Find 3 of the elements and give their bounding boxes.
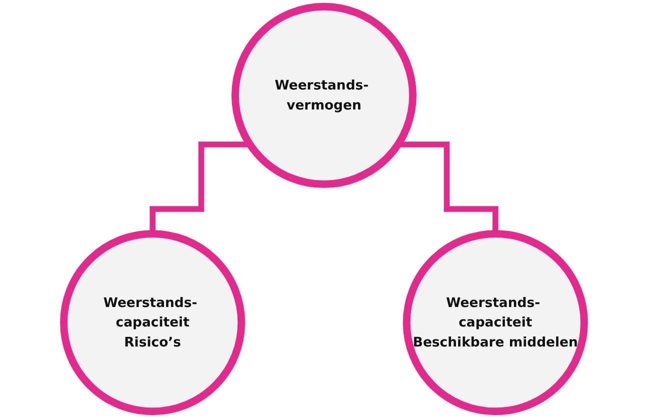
node-circle: Weerstands- capaciteit Beschikbare middelen: [402, 230, 588, 416]
node-circle: Weerstands- vermogen: [230, 2, 416, 188]
node-circle: Weerstands- capaciteit Risico’s: [60, 230, 245, 416]
